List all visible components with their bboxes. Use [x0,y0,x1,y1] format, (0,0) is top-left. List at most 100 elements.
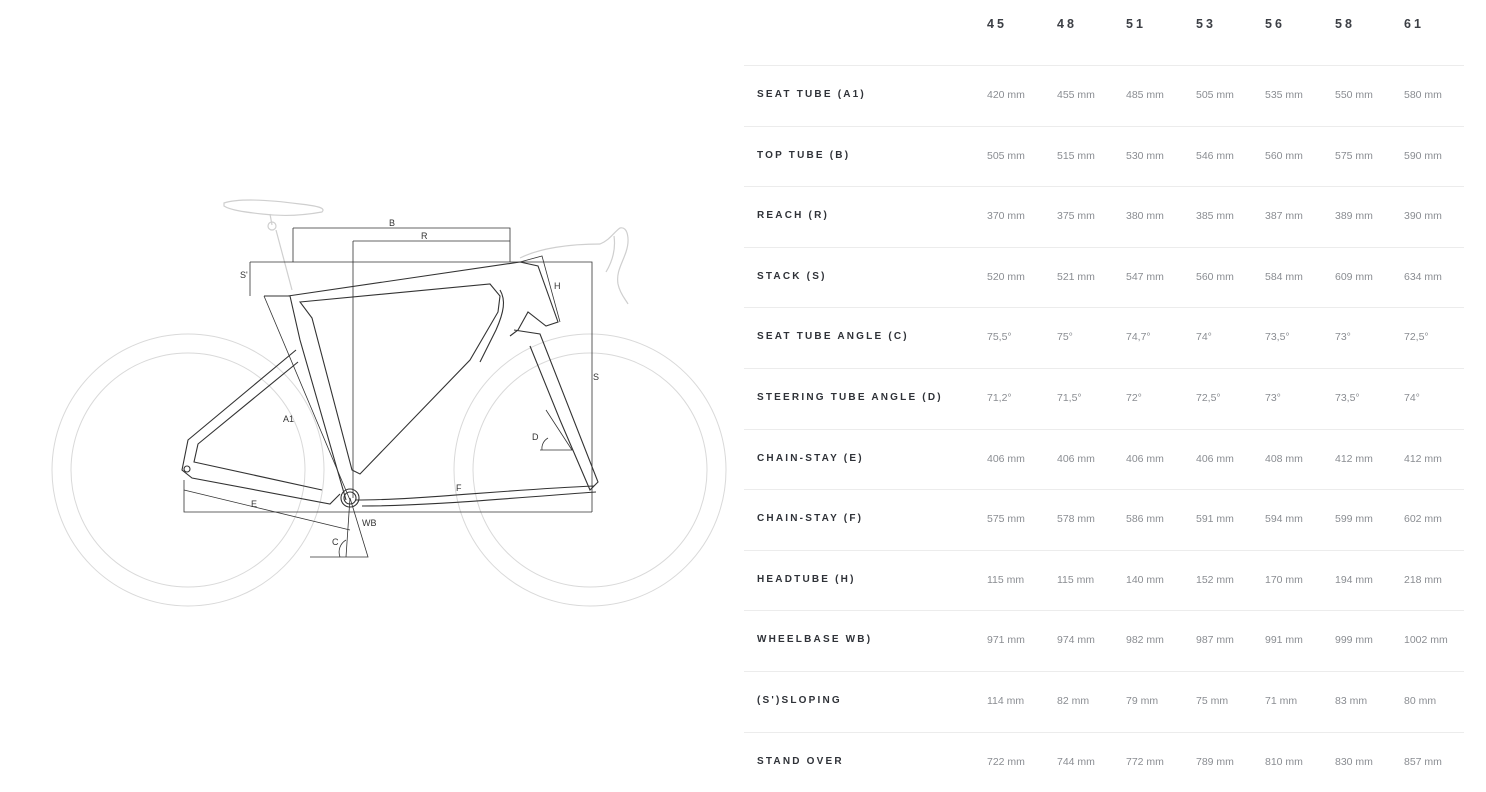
table-cell: 810 mm [1265,755,1303,768]
table-cell: 580 mm [1404,89,1442,101]
label-f: F [456,483,462,493]
table-cell: 535 mm [1265,89,1303,101]
table-cell: 370 mm [987,210,1025,223]
table-cell: 455 mm [1057,89,1095,101]
table-cell: 406 mm [1196,452,1234,465]
size-header-row: 45 48 51 53 56 58 61 [744,0,1464,66]
table-cell: 982 mm [1126,634,1164,647]
table-cell: 72,5° [1196,391,1221,404]
table-cell: 75 mm [1196,694,1229,707]
table-cell: 75,5° [987,331,1012,344]
table-cell: 73,5° [1265,331,1290,344]
label-e: E [251,499,257,509]
table-cell: 406 mm [987,452,1025,465]
table-cell: 83 mm [1335,694,1368,707]
size-header: 48 [1057,17,1077,31]
label-h: H [554,281,561,291]
table-cell: 575 mm [987,513,1025,526]
table-cell: 594 mm [1265,513,1303,526]
table-cell: 194 mm [1335,573,1373,586]
table-cell: 79 mm [1126,694,1159,707]
dimension-lines [183,227,593,558]
size-header: 56 [1265,17,1285,31]
table-cell: 744 mm [1057,755,1095,768]
front-wheel [453,333,727,607]
table-cell: 1002 mm [1404,634,1448,647]
rear-wheel [51,333,325,607]
table-cell: 80 mm [1404,694,1437,707]
table-cell: 170 mm [1265,573,1303,586]
table-cell: 505 mm [1196,89,1234,101]
row-label: TOP TUBE (B) [757,149,851,161]
table-cell: 375 mm [1057,210,1095,223]
label-wb: WB [362,518,377,528]
table-cell: 115 mm [987,573,1025,586]
row-label: CHAIN-STAY (E) [757,452,864,464]
bike-frame-drawing: B R S' H S A1 D E F WB C [51,199,727,607]
table-cell: 140 mm [1126,573,1164,586]
size-header: 53 [1196,17,1216,31]
table-cell: 73° [1265,391,1281,404]
table-cell: 999 mm [1335,634,1373,647]
table-cell: 72° [1126,391,1142,404]
table-cell: 75° [1057,331,1073,344]
table-row: STEERING TUBE ANGLE (D)71,2°71,5°72°72,5… [744,369,1464,430]
bike-geometry-diagram: B R S' H S A1 D E F WB C [0,0,740,782]
size-header: 45 [987,17,1007,31]
table-cell: 74° [1196,331,1212,344]
label-s: S [593,372,599,382]
table-cell: 73° [1335,331,1351,344]
table-cell: 390 mm [1404,210,1442,223]
table-cell: 530 mm [1126,149,1164,162]
label-d: D [532,432,539,442]
table-cell: 591 mm [1196,513,1234,526]
table-cell: 412 mm [1404,452,1442,465]
table-cell: 987 mm [1196,634,1234,647]
row-label: STAND OVER [757,755,844,767]
table-cell: 385 mm [1196,210,1234,223]
table-cell: 521 mm [1057,270,1095,283]
label-s-prime: S' [240,270,248,280]
row-label: CHAIN-STAY (F) [757,513,864,525]
table-cell: 550 mm [1335,89,1373,101]
table-row: CHAIN-STAY (F) 575 mm 578 mm 586 mm 591 mm 59… [744,490,1464,551]
label-a1: A1 [283,414,294,424]
label-r: R [421,231,428,241]
row-label: REACH (R) [757,210,830,222]
table-cell: 406 mm [1126,452,1164,465]
table-cell: 586 mm [1126,513,1164,526]
dimension-labels: B R S' H S A1 D E F WB C [240,218,599,547]
table-cell: 599 mm [1335,513,1373,526]
table-cell: 974 mm [1057,634,1095,647]
size-header: 51 [1126,17,1146,31]
table-cell: 406 mm [1057,452,1095,465]
table-cell: 722 mm [987,755,1025,768]
table-cell: 389 mm [1335,210,1373,223]
table-cell: 73,5° [1335,391,1360,404]
table-cell: 578 mm [1057,513,1095,526]
size-header: 58 [1335,17,1355,31]
saddle-and-bars [223,199,629,305]
table-cell: 584 mm [1265,270,1303,283]
table-cell: 74,7° [1126,331,1151,344]
row-label: (S')SLOPING [757,694,842,706]
row-label: SEAT TUBE ANGLE (C) [757,331,909,343]
table-cell: 82 mm [1057,694,1090,707]
table-cell: 634 mm [1404,270,1442,283]
table-cell: 991 mm [1265,634,1303,647]
label-b: B [389,218,395,228]
table-cell: 857 mm [1404,755,1442,768]
table-row: SEAT TUBE ANGLE (C) 75,5° 75° 74,7° 74° 73,5°… [744,308,1464,369]
table-cell: 72,5° [1404,331,1429,344]
table-cell: 575 mm [1335,149,1373,162]
size-header: 61 [1404,17,1424,31]
